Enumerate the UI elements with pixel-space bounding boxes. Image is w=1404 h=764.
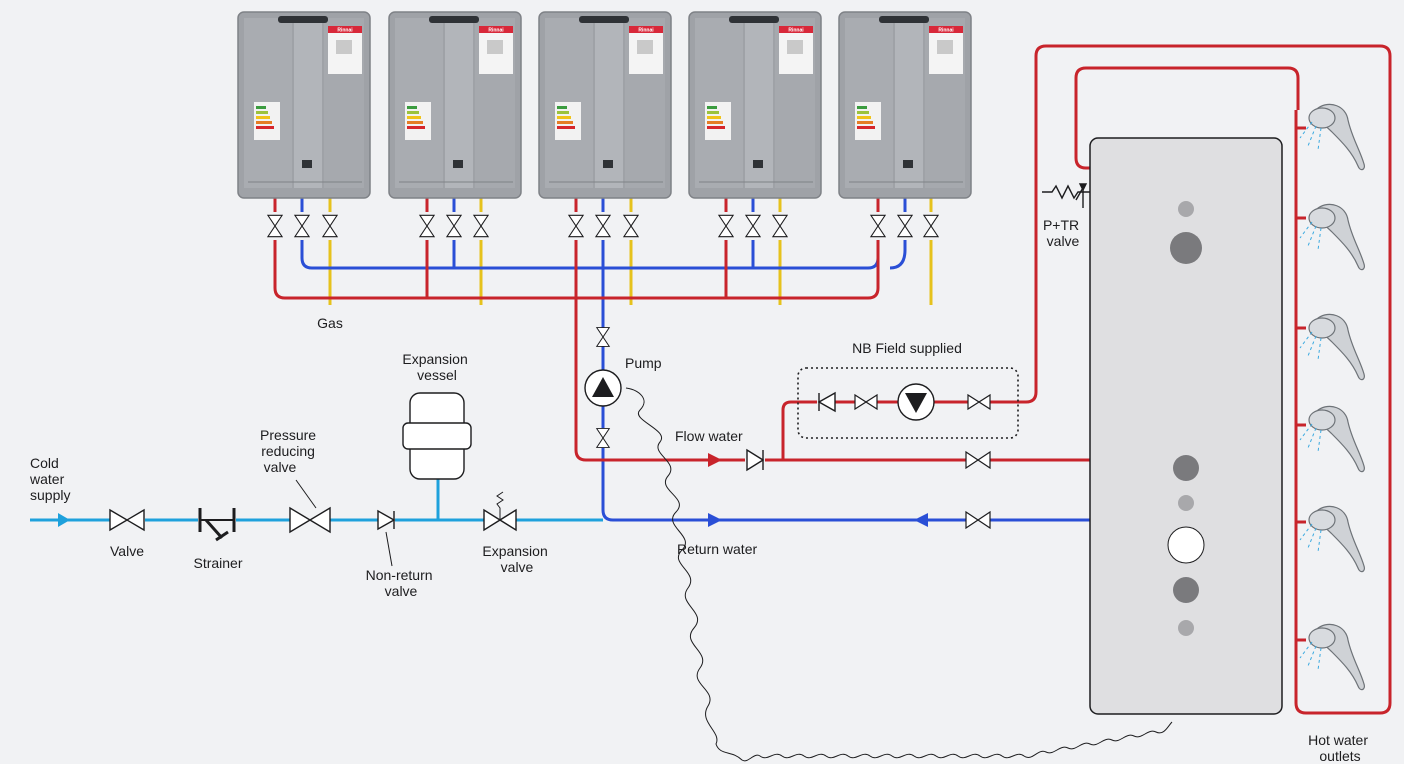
field-supplied-box (797, 367, 1019, 439)
gate-valve-icon (294, 214, 310, 238)
water-heater-icon (388, 11, 522, 199)
gate-valve-icon (109, 508, 145, 532)
gate-valve-icon (322, 214, 338, 238)
shower-head-icon (1299, 313, 1366, 381)
hot-water-outlets-label: Hot water outlets (1308, 732, 1372, 764)
ptr-valve-icon (1042, 183, 1090, 208)
return-pipes (300, 196, 1090, 522)
pump-icon (584, 369, 622, 407)
gate-valve-icon (568, 214, 584, 238)
gate-valve-icon (965, 510, 991, 530)
pump-control-wire (625, 387, 1173, 762)
valve-label: Valve (110, 543, 144, 559)
flow-arrow-icon (708, 453, 722, 467)
cold-supply-pipe (30, 478, 603, 522)
shower-head-icon (1299, 405, 1366, 473)
flow-arrow-icon (58, 513, 70, 527)
gate-valve-icon (267, 214, 283, 238)
strainer-icon (198, 508, 236, 542)
ptr-valve-label: P+TR valve (1043, 217, 1083, 249)
gate-valve-icon (446, 214, 462, 238)
gate-valve-icon (923, 214, 939, 238)
non-return-valve-label: Non-return valve (366, 567, 437, 599)
expansion-valve-label: Expansion valve (482, 543, 551, 575)
pump-icon (897, 383, 935, 421)
gate-valve-icon (745, 214, 761, 238)
gate-valve-icon (596, 327, 610, 347)
check-valve-icon (817, 391, 836, 413)
gate-valve-icon (596, 428, 610, 448)
pressure-reducing-valve-icon (289, 479, 331, 534)
heater-isolation-valves (267, 214, 939, 238)
gate-valve-icon (965, 450, 991, 470)
water-heater-icon (838, 11, 972, 199)
gate-valve-icon (623, 214, 639, 238)
field-supplied-label: NB Field supplied (852, 340, 962, 356)
shower-head-icon (1299, 103, 1366, 171)
gate-valve-icon (967, 393, 991, 411)
gate-valve-icon (419, 214, 435, 238)
water-heater-icon (237, 11, 371, 199)
storage-tank (1089, 137, 1283, 715)
flow-water-label: Flow water (675, 428, 743, 444)
check-valve-icon (377, 509, 396, 567)
gate-valve-icon (718, 214, 734, 238)
strainer-label: Strainer (193, 555, 242, 571)
gate-valve-icon (870, 214, 886, 238)
flow-arrow-icon (708, 513, 722, 527)
flow-pipes (273, 44, 1392, 715)
check-valve-icon (746, 448, 765, 472)
cold-water-supply-label: Cold water supply (29, 455, 70, 503)
expansion-vessel-label: Expansion vessel (402, 351, 471, 383)
pressure-reducing-valve-label: Pressure reducing valve (260, 427, 320, 475)
expansion-vessel-icon (402, 392, 472, 480)
gas-label: Gas (317, 315, 343, 331)
gate-valve-icon (595, 214, 611, 238)
expansion-valve-icon (483, 491, 517, 532)
shower-head-icon (1299, 203, 1366, 271)
shower-head-icon (1299, 505, 1366, 573)
gas-pipes (328, 196, 933, 305)
gate-valve-icon (854, 393, 878, 411)
water-heater-icon (688, 11, 822, 199)
flow-arrow-icon (914, 513, 928, 527)
gate-valve-icon (473, 214, 489, 238)
pump-label: Pump (625, 355, 662, 371)
water-heater-icon (538, 11, 672, 199)
shower-head-icon (1299, 623, 1366, 691)
gate-valve-icon (772, 214, 788, 238)
water-heater-bank (237, 11, 972, 199)
hot-water-outlets (1299, 103, 1366, 691)
return-water-label: Return water (677, 541, 757, 557)
gate-valve-icon (897, 214, 913, 238)
